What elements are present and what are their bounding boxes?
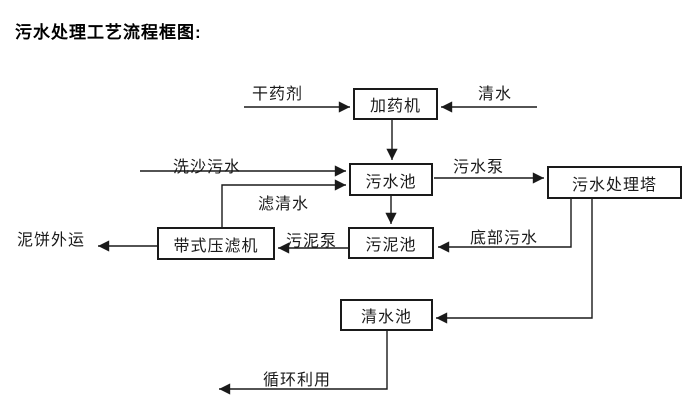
- page-title: 污水处理工艺流程框图:: [15, 23, 202, 42]
- arrow-filtered-water-to-sewage-pool: [221, 179, 346, 227]
- edge-label-mud-cake-transport: 泥饼外运: [17, 232, 86, 249]
- node-clean-water-pool: 清水池: [340, 299, 433, 331]
- node-sludge-pool: 污泥池: [348, 227, 434, 259]
- arrow-clean-water-pool-to-recycling: [219, 331, 388, 395]
- node-sewage-pool: 污水池: [349, 163, 433, 196]
- edge-label-sludge-pump: 污泥泵: [286, 233, 338, 250]
- edge-label-clean-water: 清水: [478, 86, 513, 103]
- node-belt-filter-press: 带式压滤机: [157, 227, 275, 260]
- edge-label-filtered-water: 滤清水: [258, 196, 310, 213]
- arrow-treatment-tower-to-clean-water-pool: [436, 199, 593, 324]
- edge-label-sand-washing-sewage: 洗沙污水: [173, 159, 242, 176]
- edge-label-bottom-sewage: 底部污水: [470, 230, 539, 247]
- edge-label-dry-chemical: 干药剂: [252, 86, 304, 103]
- edge-label-sewage-pump: 污水泵: [453, 159, 505, 176]
- edge-label-recycling: 循环利用: [263, 372, 332, 389]
- node-dosing-machine: 加药机: [353, 88, 438, 120]
- arrow-bottom-sewage-to-sludge-pool: [438, 199, 572, 253]
- node-treatment-tower: 污水处理塔: [547, 166, 682, 199]
